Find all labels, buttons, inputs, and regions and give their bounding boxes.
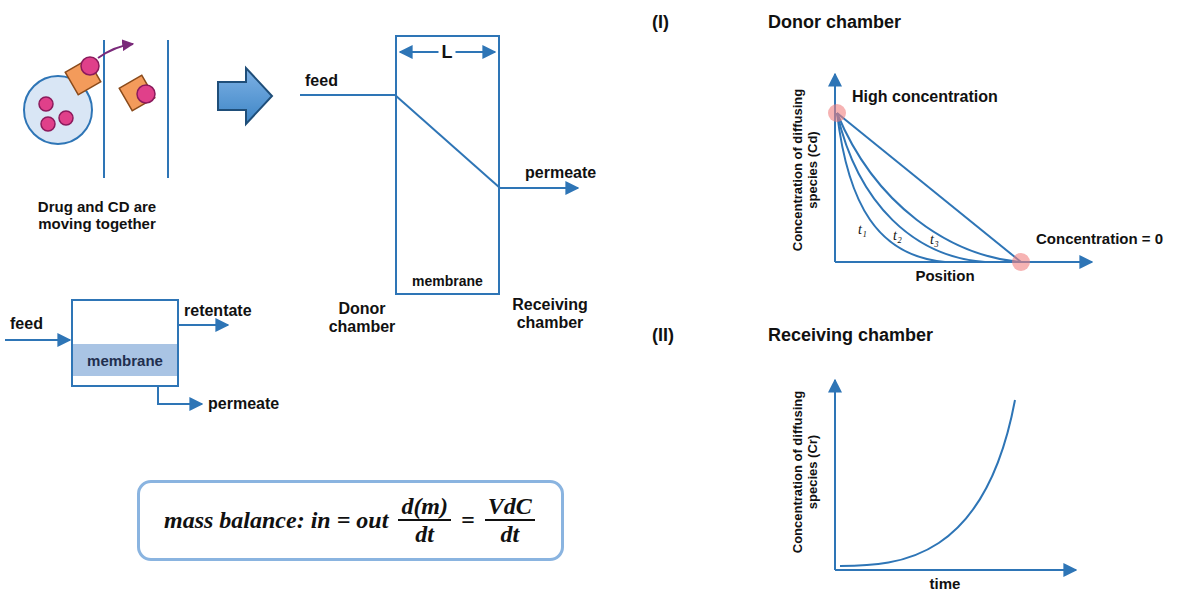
flow-label: permeate <box>208 395 279 413</box>
panel-title: Receiving chamber <box>768 325 933 346</box>
node-text: membrane <box>412 273 483 289</box>
axis-title: time <box>930 575 961 592</box>
chamber-label: Donor chamber <box>317 300 407 337</box>
flow-label: feed <box>305 72 338 90</box>
denominator: dt <box>412 521 437 547</box>
panel-number: (II) <box>652 325 674 346</box>
flow-label: feed <box>10 315 43 333</box>
axis-title: Concentration of diffusing species (Cd) <box>791 80 821 260</box>
chamber-label: Receiving chamber <box>503 296 598 333</box>
point-label: High concentration <box>852 88 998 106</box>
curve-label: t₃ <box>930 232 939 248</box>
point-label: Concentration = 0 <box>1036 230 1163 247</box>
fraction: d(m)dt <box>398 493 451 548</box>
fraction: VdCdt <box>485 493 535 548</box>
axis-title: Concentration of diffusing species (Cr) <box>791 382 821 562</box>
panel-title: Donor chamber <box>768 12 901 33</box>
numerator: d(m) <box>398 493 451 521</box>
equation-box: mass balance: in = outd(m)dt=VdCdt <box>137 480 564 561</box>
dimension-label: L <box>439 42 456 63</box>
receiving-chart <box>835 380 1076 570</box>
caption-text: Drug and CD are moving together <box>22 198 172 233</box>
equation-text: mass balance: in = out <box>164 507 388 534</box>
axis-title: Position <box>915 267 974 284</box>
equation-text: = <box>461 507 475 534</box>
drug-cd-illustration <box>24 40 168 178</box>
process-arrow <box>218 68 272 124</box>
membrane-box: membrane <box>395 35 500 295</box>
membrane-band: membrane <box>73 344 177 376</box>
node-text: membrane <box>87 352 163 369</box>
numerator: VdC <box>485 493 535 521</box>
denominator: dt <box>497 521 522 547</box>
flow-label: permeate <box>525 164 596 182</box>
panel-number: (I) <box>652 12 669 33</box>
flow-label: retentate <box>184 302 252 320</box>
curve-label: t₂ <box>893 228 902 244</box>
curve-label: t₁ <box>858 222 867 238</box>
